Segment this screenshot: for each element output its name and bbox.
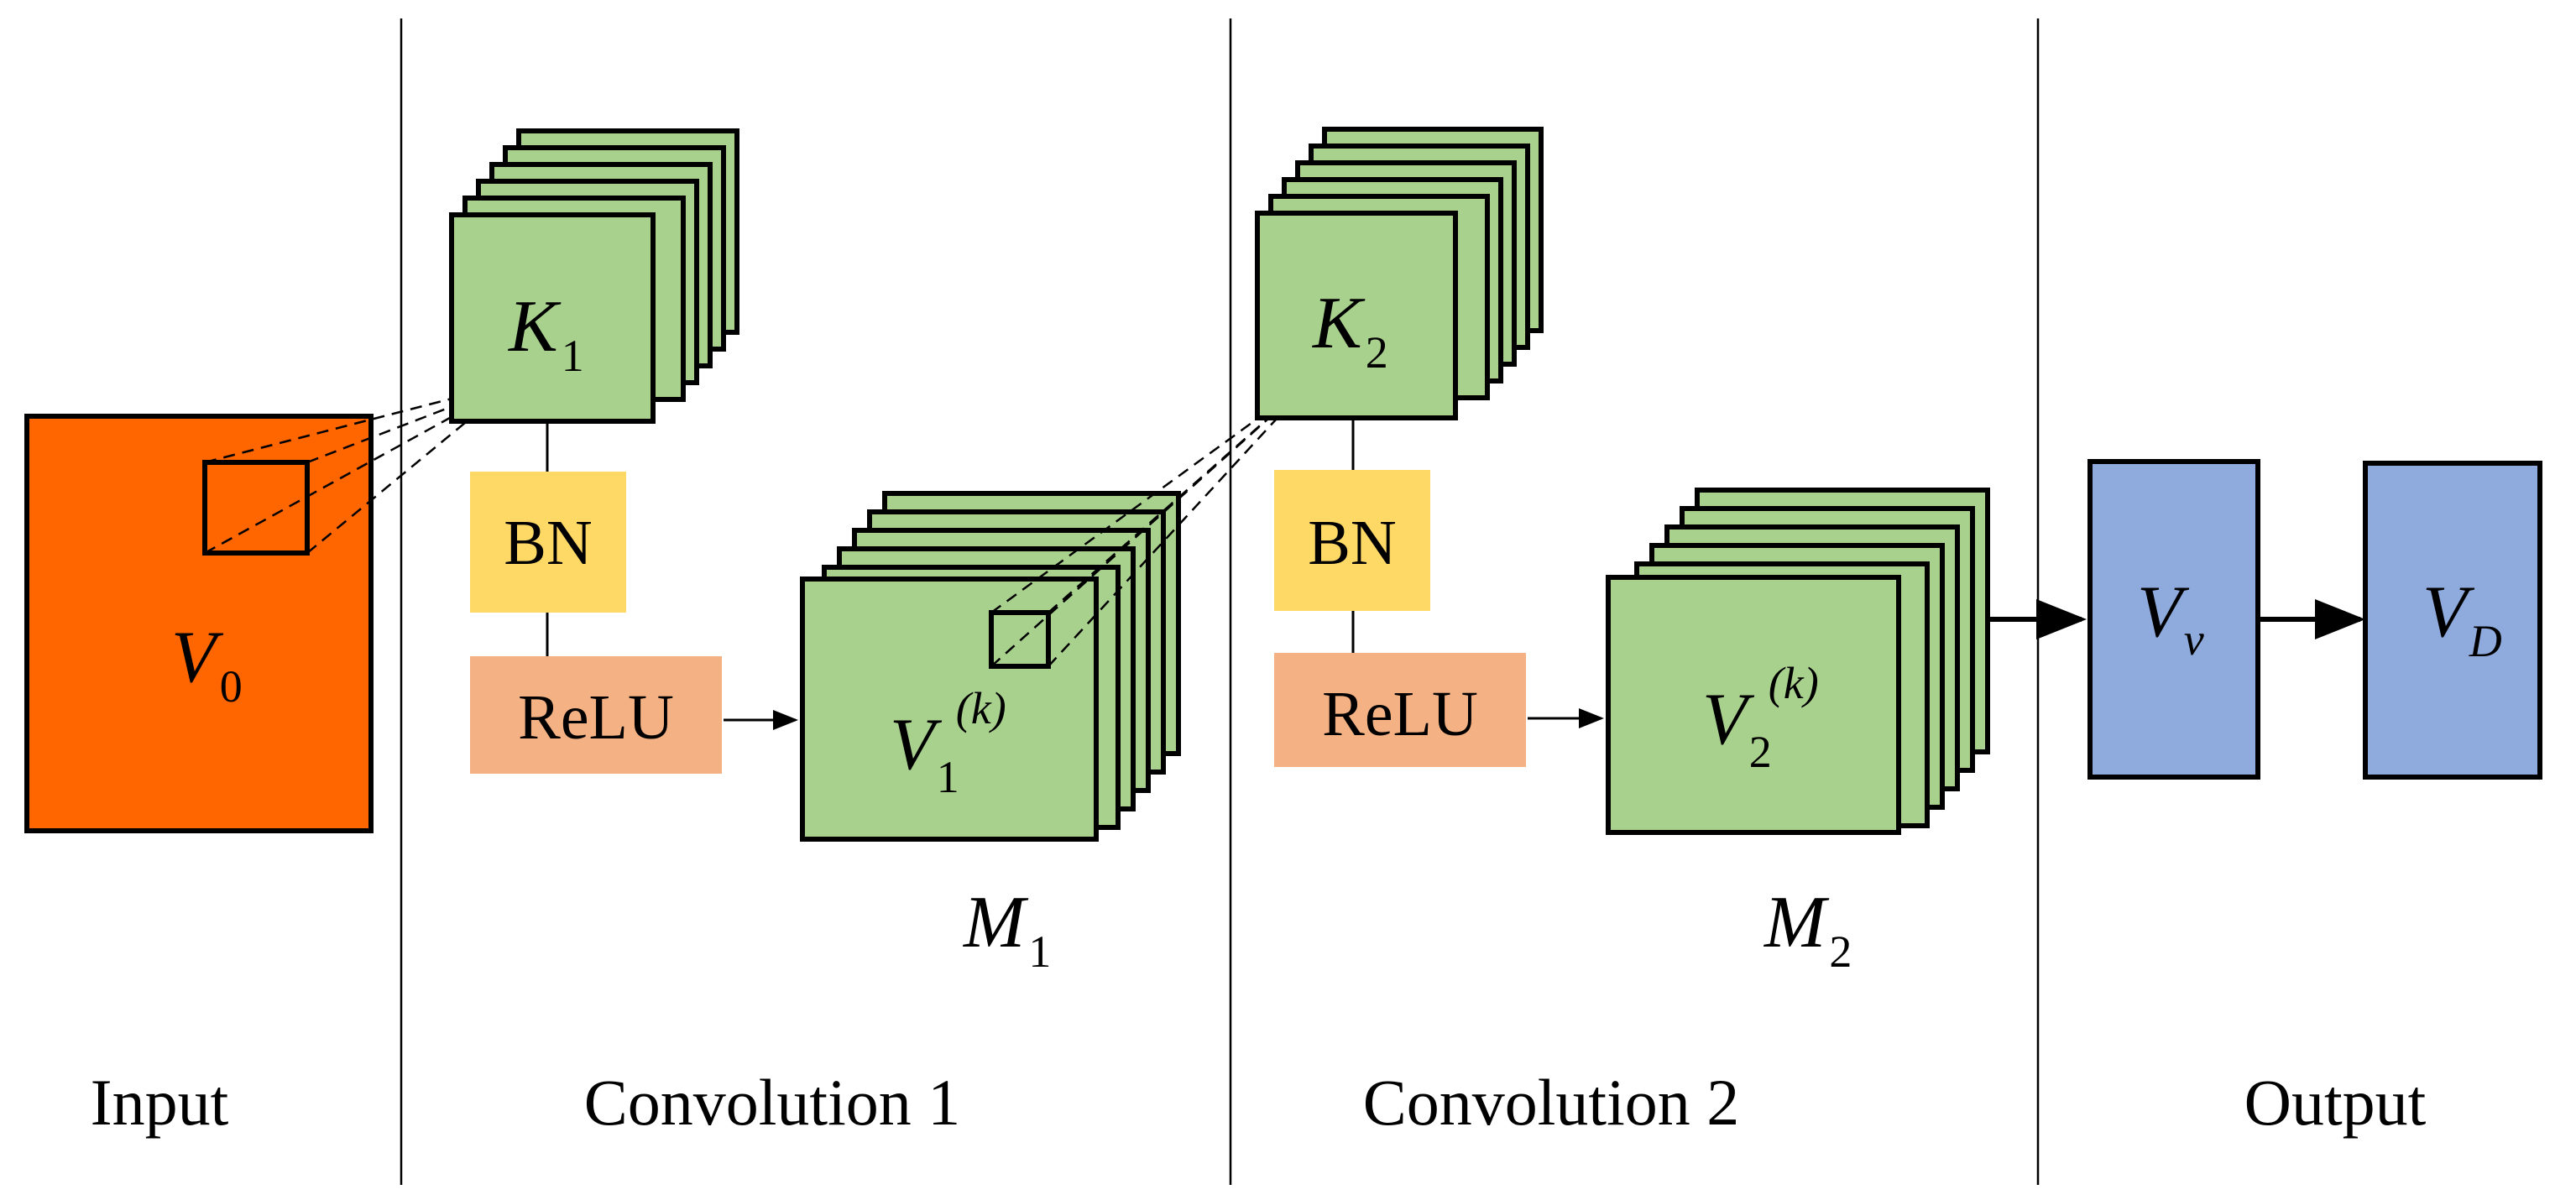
section-label-input: Input xyxy=(91,1066,229,1139)
bn-label-1: BN xyxy=(504,508,593,578)
feature-1-label: V1(k) xyxy=(890,683,1006,802)
relu-block-1 xyxy=(470,656,722,774)
relu-label-2: ReLU xyxy=(1322,679,1478,749)
feature-stack-2 xyxy=(1606,488,1990,835)
feature-1-window xyxy=(989,610,1051,669)
section-label-conv2: Convolution 2 xyxy=(1363,1066,1740,1139)
vv-block xyxy=(2087,459,2260,780)
bn-label-2: BN xyxy=(1308,508,1397,578)
input-map-label: V0 xyxy=(171,617,243,712)
feature-2-label: V2(k) xyxy=(1702,658,1819,777)
section-label-output: Output xyxy=(2244,1066,2427,1139)
bn-block-1 xyxy=(470,472,626,613)
kernel-1-label: K1 xyxy=(507,286,584,381)
kernel-2-label: K2 xyxy=(1311,283,1388,378)
feature-stack-1 xyxy=(800,491,1181,842)
vd-block xyxy=(2363,461,2542,780)
section-label-conv1: Convolution 1 xyxy=(584,1066,961,1139)
receptive-field-window xyxy=(202,460,310,556)
feature-count-2: M2 xyxy=(1763,882,1852,977)
bn-block-2 xyxy=(1274,470,1430,611)
input-map xyxy=(24,414,374,833)
vd-label: VD xyxy=(2422,571,2502,666)
relu-label-1: ReLU xyxy=(518,682,674,753)
kernel-stack-2 xyxy=(1255,127,1544,420)
feature-count-1: M1 xyxy=(962,882,1051,977)
vv-label: Vv xyxy=(2137,571,2204,665)
kernel-stack-1 xyxy=(449,128,739,424)
relu-block-2 xyxy=(1274,653,1526,767)
